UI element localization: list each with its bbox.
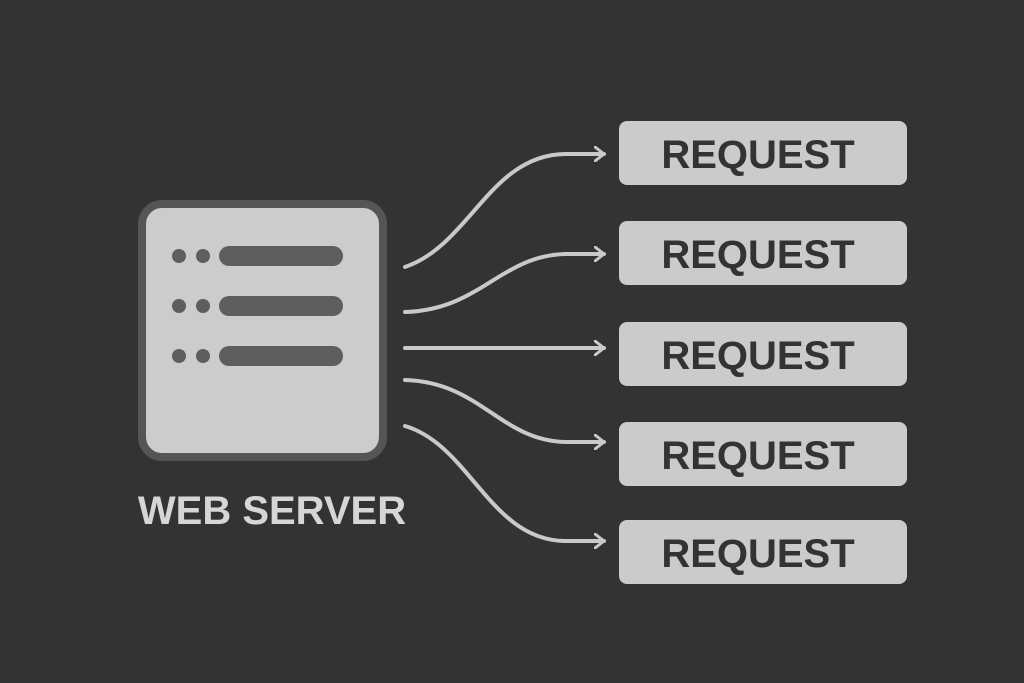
request-label: REQUEST xyxy=(661,334,854,378)
arrow-to-request-4 xyxy=(403,378,606,442)
arrow-to-request-1 xyxy=(403,154,606,269)
server-led-dot xyxy=(172,349,186,363)
request-box: REQUEST xyxy=(619,121,907,185)
request-box-bg xyxy=(619,520,907,584)
server-led-dot xyxy=(172,299,186,313)
server-row xyxy=(172,296,343,316)
request-label: REQUEST xyxy=(661,434,854,478)
server-icon xyxy=(138,200,387,461)
server-drive-bar xyxy=(219,246,343,266)
request-box: REQUEST xyxy=(619,422,907,486)
server-led-dot xyxy=(196,249,210,263)
server-led-dot xyxy=(172,249,186,263)
request-box: REQUEST xyxy=(619,322,907,386)
request-box-bg xyxy=(619,322,907,386)
request-box-bg xyxy=(619,422,907,486)
server-drive-bar xyxy=(219,296,343,316)
request-label: REQUEST xyxy=(661,133,854,177)
arrow-to-request-2 xyxy=(403,254,606,314)
server-row xyxy=(172,246,343,266)
server-drive-bar xyxy=(219,346,343,366)
server-led-dot xyxy=(196,349,210,363)
server-panel xyxy=(138,200,387,461)
request-box-bg xyxy=(619,221,907,285)
server-led-dot xyxy=(196,299,210,313)
request-box: REQUEST xyxy=(619,221,907,285)
request-label: REQUEST xyxy=(661,532,854,576)
server-row xyxy=(172,346,343,366)
request-label: REQUEST xyxy=(661,233,854,277)
arrow-to-request-5 xyxy=(403,424,606,541)
connector-arrows xyxy=(403,154,606,541)
request-box-bg xyxy=(619,121,907,185)
request-box: REQUEST xyxy=(619,520,907,584)
server-label: WEB SERVER xyxy=(138,489,406,533)
